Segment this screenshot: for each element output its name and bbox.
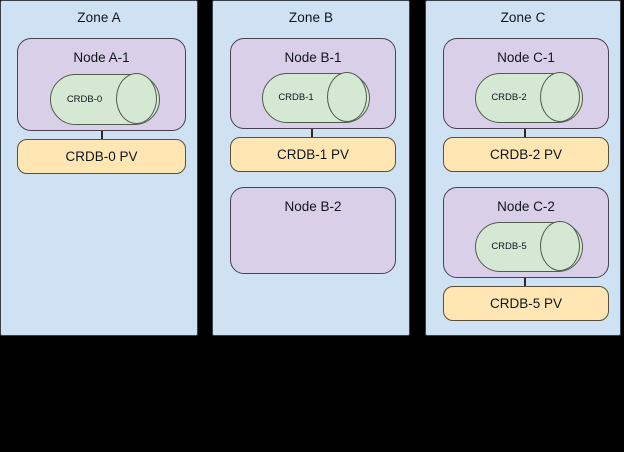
cylinder-label-crdb-5: CRDB-5 <box>491 241 527 252</box>
pv-box-crdb-0-pv[interactable]: CRDB-0 PV <box>17 139 186 174</box>
node-title-node-c-1: Node C-1 <box>497 50 555 65</box>
connector-node-c-2 <box>524 278 526 287</box>
node-box-node-b-2[interactable]: Node B-2 <box>230 187 396 274</box>
cylinder-cap-crdb-2 <box>540 72 580 122</box>
node-title-node-b-2: Node B-2 <box>284 199 342 214</box>
cylinder-cap-crdb-0 <box>116 73 157 124</box>
cylinder-label-crdb-2: CRDB-2 <box>491 92 527 103</box>
cylinder-crdb-2[interactable]: CRDB-2 <box>475 72 583 123</box>
connector-node-b-1 <box>311 129 313 138</box>
zone-title-zone-b: Zone B <box>288 10 334 25</box>
connector-node-a-1 <box>101 131 103 140</box>
cylinder-cap-crdb-5 <box>540 221 580 271</box>
pv-box-crdb-5-pv[interactable]: CRDB-5 PV <box>443 286 609 321</box>
pv-box-crdb-1-pv[interactable]: CRDB-1 PV <box>230 137 396 172</box>
connector-node-c-1 <box>524 129 526 138</box>
pv-label-crdb-1-pv: CRDB-1 PV <box>276 146 349 162</box>
cylinder-cap-crdb-1 <box>327 72 367 122</box>
node-title-node-c-2: Node C-2 <box>497 199 555 214</box>
node-title-node-b-1: Node B-1 <box>284 50 342 65</box>
node-title-node-a-1: Node A-1 <box>73 50 130 65</box>
cylinder-label-crdb-0: CRDB-0 <box>66 93 103 105</box>
pv-label-crdb-5-pv: CRDB-5 PV <box>489 295 562 311</box>
zone-title-zone-c: Zone C <box>500 10 546 25</box>
pv-box-crdb-2-pv[interactable]: CRDB-2 PV <box>443 137 609 172</box>
cylinder-crdb-0[interactable]: CRDB-0 <box>50 73 160 125</box>
pv-label-crdb-0-pv: CRDB-0 PV <box>65 148 138 164</box>
cylinder-crdb-1[interactable]: CRDB-1 <box>262 72 370 123</box>
zone-title-zone-a: Zone A <box>77 10 121 25</box>
pv-label-crdb-2-pv: CRDB-2 PV <box>489 146 562 162</box>
cylinder-label-crdb-1: CRDB-1 <box>278 92 314 103</box>
cylinder-crdb-5[interactable]: CRDB-5 <box>475 221 583 272</box>
